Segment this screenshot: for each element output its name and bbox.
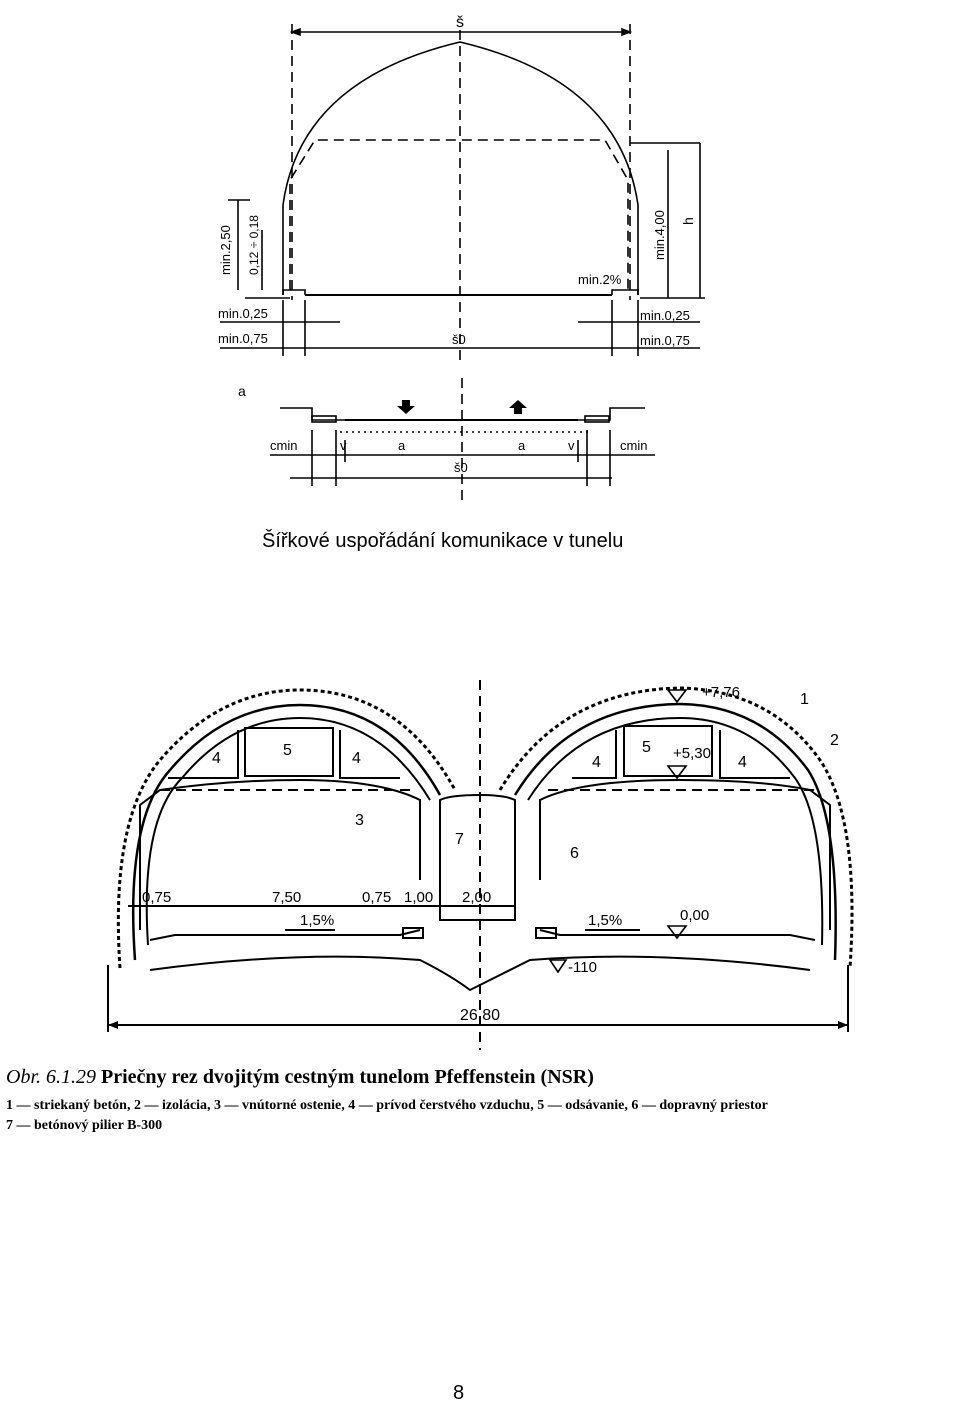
min-025-right-label: min.0,25: [640, 308, 690, 323]
figure-obr: Obr.: [6, 1066, 42, 1088]
page-number: 8: [453, 1382, 465, 1404]
dim-200-label: 2,00: [462, 889, 491, 906]
figure-legend-line2: 7 — betónový pilier B-300: [6, 1118, 163, 1133]
cmin-right-label: cmin: [620, 438, 647, 453]
lane-s0-label: š0: [454, 460, 468, 475]
elev-bottom-label: -110: [568, 959, 597, 976]
dim-075a-label: 0,75: [142, 889, 171, 906]
width-label: š: [456, 14, 464, 31]
min-400-label: min.4,00: [652, 210, 667, 260]
dim-750-label: 7,50: [272, 889, 301, 906]
part-4a-label: 4: [212, 750, 221, 767]
elev-zero-label: 0,00: [680, 907, 709, 924]
lane-a-title: a: [238, 383, 246, 399]
min-075-left-label: min.0,75: [218, 331, 268, 346]
v-right-label: v: [568, 438, 575, 453]
part-7-label: 7: [455, 831, 464, 848]
kerb-height-label: 0,12 ÷ 0,18: [247, 215, 261, 275]
min-025-left-label: min.0,25: [218, 306, 268, 321]
dim-100-label: 1,00: [404, 889, 433, 906]
a-left-label: a: [398, 438, 406, 453]
elev-top-label: +7,76: [702, 684, 740, 701]
figure-number: 6.1.29: [46, 1066, 97, 1088]
part-5b-label: 5: [642, 739, 651, 756]
part-4d-label: 4: [738, 754, 747, 771]
clearance-min-label: min.2,50: [218, 225, 233, 275]
s0-label: š0: [452, 332, 466, 347]
slope-left-label: 1,5%: [300, 912, 334, 929]
a-right-label: a: [518, 438, 526, 453]
cmin-left-label: cmin: [270, 438, 297, 453]
figure-legend-line1: 1 — striekaný betón, 2 — izolácia, 3 — v…: [6, 1098, 768, 1113]
min-075-right-label: min.0,75: [640, 333, 690, 348]
part-4c-label: 4: [592, 754, 601, 771]
part-5a-label: 5: [283, 742, 292, 759]
total-width-label: 26,80: [460, 1007, 500, 1024]
figure-title: Obr. 6.1.29 Priečny rez dvojitým cestným…: [6, 1066, 594, 1089]
part-3-label: 3: [355, 812, 364, 829]
part-6-label: 6: [570, 845, 579, 862]
v-left-label: v: [340, 438, 347, 453]
h-label: h: [680, 217, 696, 225]
part-2-label: 2: [830, 732, 839, 749]
figure-title-text: Priečny rez dvojitým cestným tunelom Pfe…: [101, 1066, 594, 1088]
dim-075b-label: 0,75: [362, 889, 391, 906]
elev-mid-label: +5,30: [673, 745, 711, 762]
twin-tunnel-drawing: +7,76 +5,30 0,00 -110 1 2 3 4 5 4 4 5 4 …: [107, 680, 854, 1050]
part-1-label: 1: [800, 691, 809, 708]
tunnel-profile-drawing: š min.2,50 0,12 ÷ 0,18 min.0,25 min.0,75…: [218, 14, 705, 500]
part-4b-label: 4: [352, 750, 361, 767]
caption-top: Šířkové uspořádání komunikace v tunelu: [262, 530, 624, 552]
slope-label: min.2%: [578, 272, 622, 287]
slope-right-label: 1,5%: [588, 912, 622, 929]
